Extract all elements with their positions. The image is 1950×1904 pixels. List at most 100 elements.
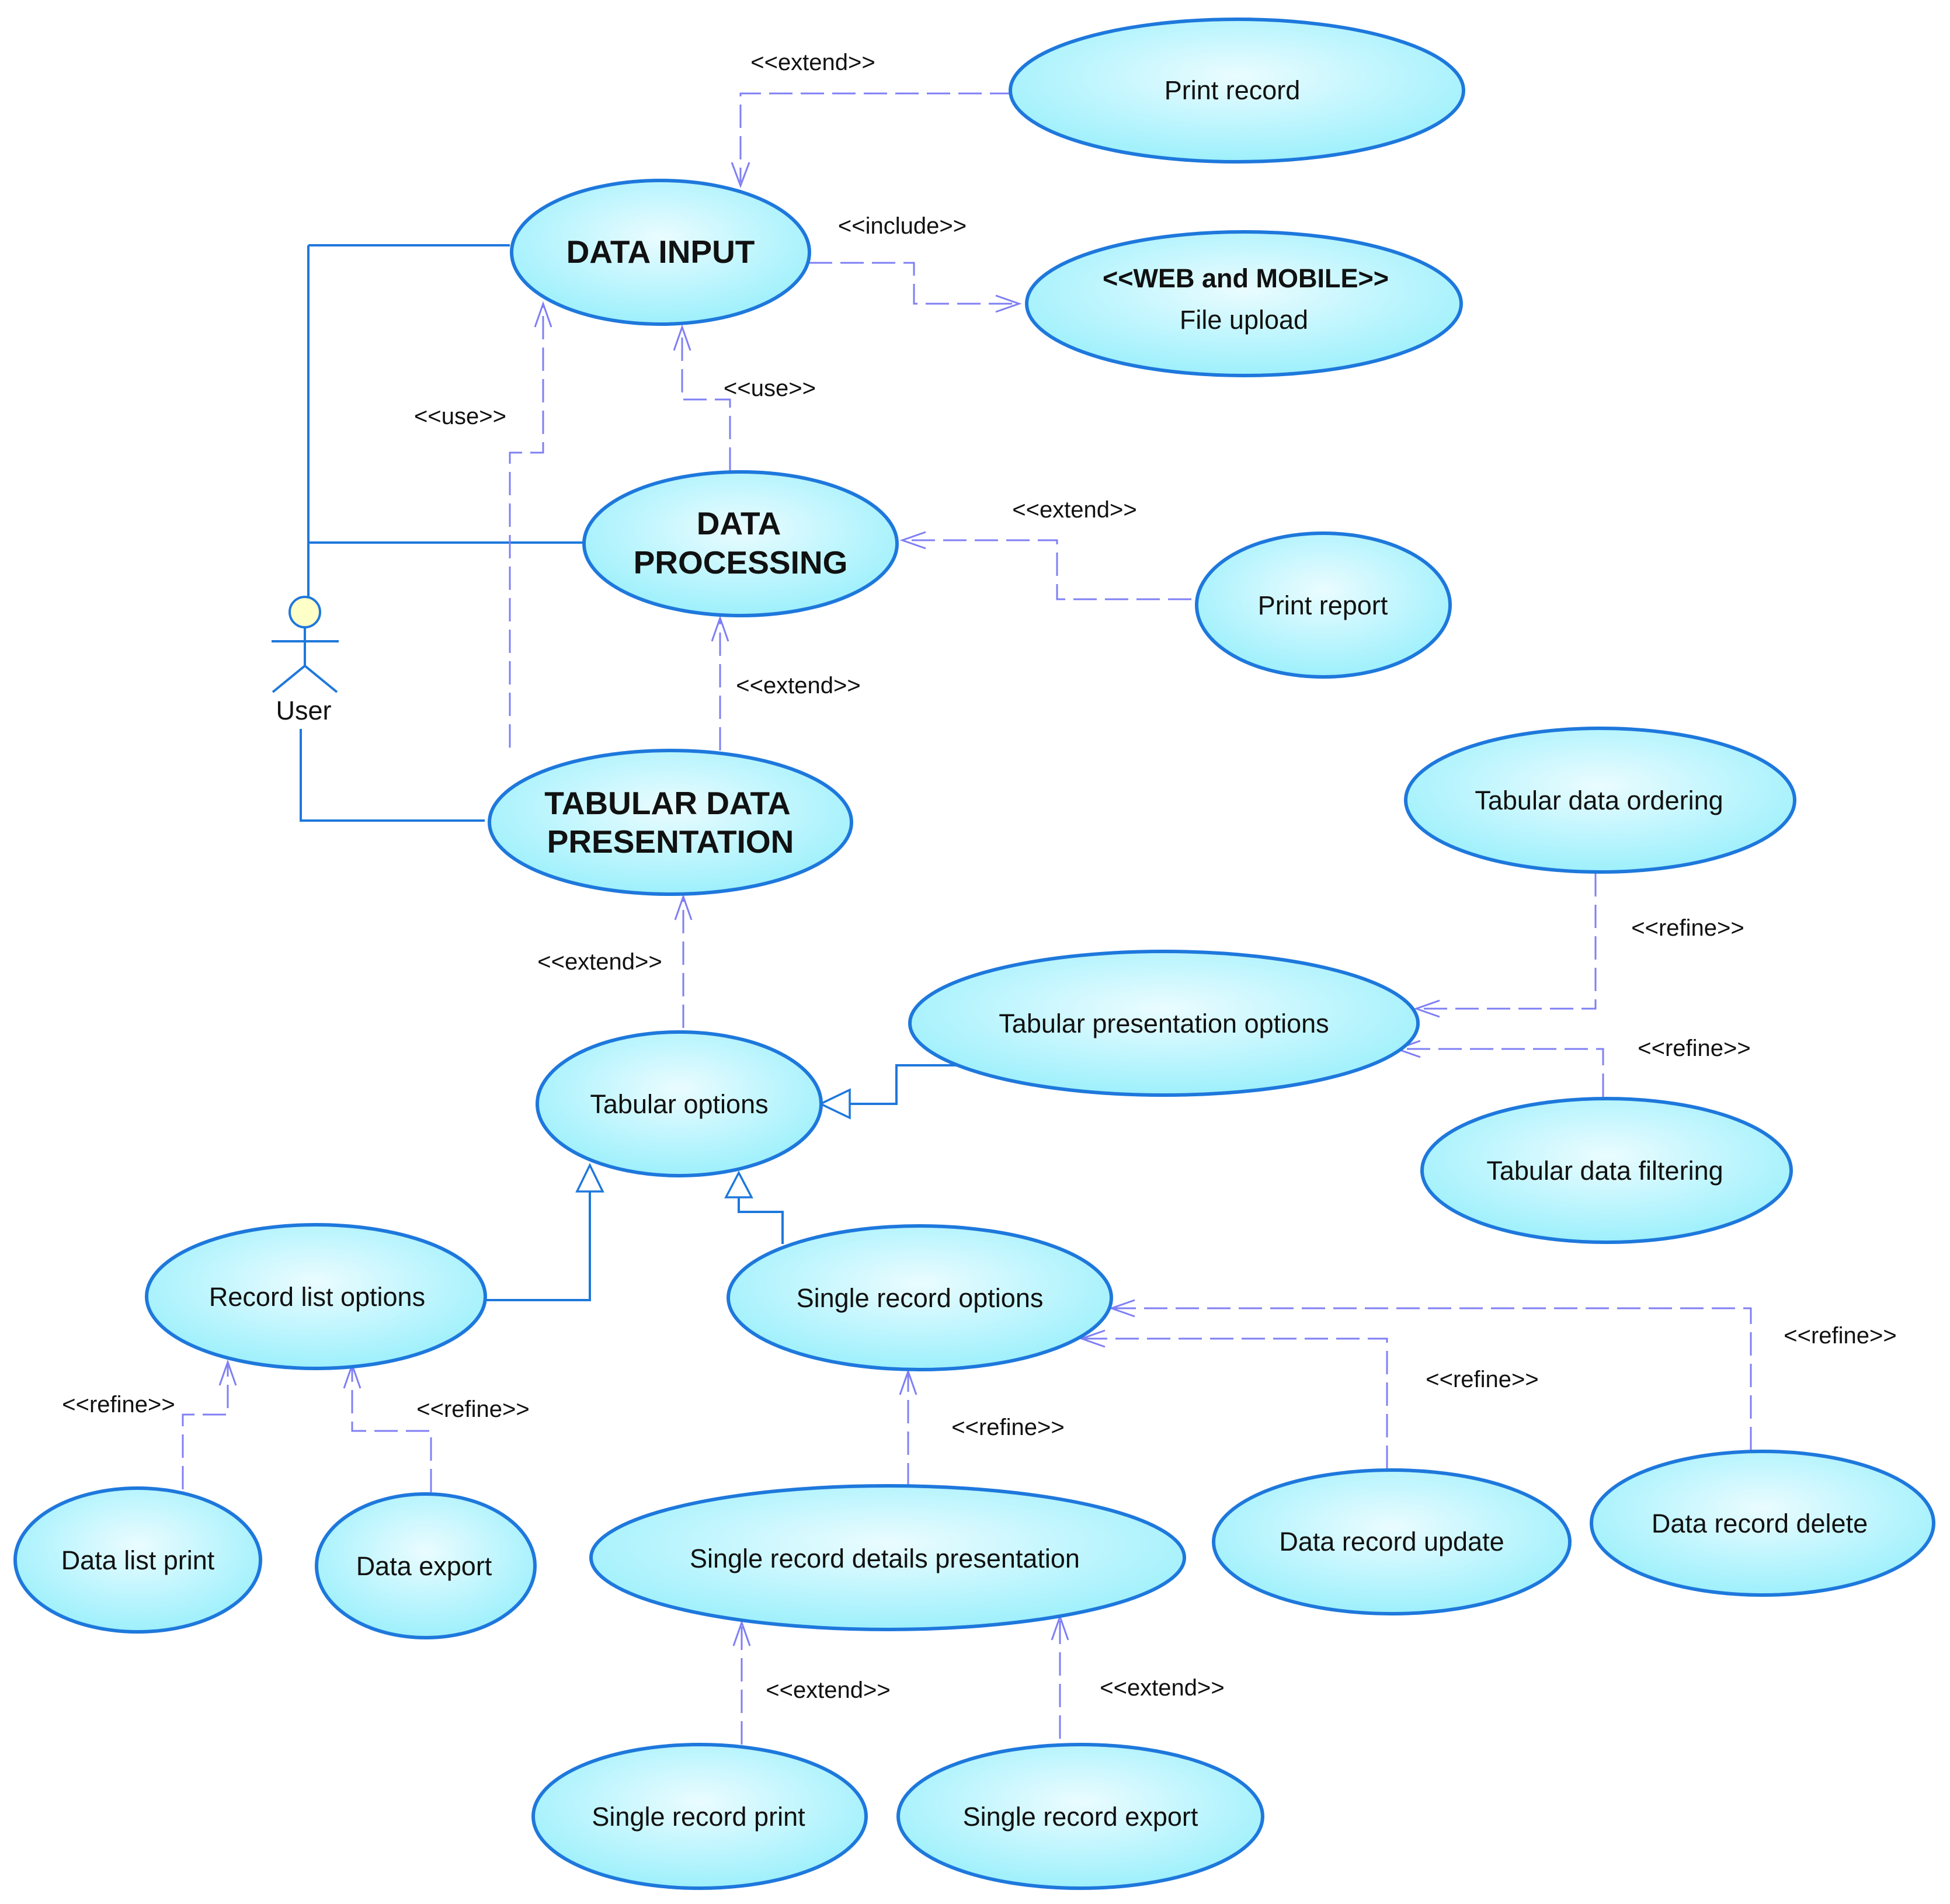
label-print-record: Print record bbox=[1165, 75, 1301, 105]
ellipse-print-report bbox=[1195, 531, 1452, 679]
generalization-arrow-presentation-options bbox=[818, 1088, 851, 1120]
dep-print-report-extend bbox=[904, 539, 1191, 600]
use-case-single-record-export[interactable]: Single record export bbox=[896, 1743, 1264, 1890]
label-data-export: Data export bbox=[356, 1551, 492, 1581]
use-case-tabular-options[interactable]: Tabular options bbox=[536, 1030, 823, 1177]
ellipse-tabular-options bbox=[536, 1030, 823, 1177]
label-data-processing-line1: DATA bbox=[697, 505, 781, 541]
label-tabular-options-extend: <<extend>> bbox=[537, 949, 662, 975]
label-delete-refine: <<refine>> bbox=[1784, 1323, 1897, 1349]
actor-left-leg bbox=[272, 665, 306, 693]
generalization-arrow-single-record-options bbox=[724, 1170, 753, 1198]
use-case-print-record[interactable]: Print record bbox=[1009, 18, 1465, 164]
actor-label: User bbox=[276, 696, 331, 725]
ellipse-tabular-presentation-options bbox=[908, 950, 1420, 1097]
label-presentation-use: <<use>> bbox=[414, 404, 506, 429]
dep-data-export-refine bbox=[351, 1367, 432, 1492]
dep-delete-arrowhead bbox=[1108, 1299, 1135, 1318]
generalization-record-list-options bbox=[485, 1191, 591, 1301]
dep-ordering-arrowhead bbox=[1413, 999, 1440, 1018]
ellipse-print-record bbox=[1009, 18, 1465, 164]
label-single-print-extend: <<extend>> bbox=[766, 1677, 891, 1703]
ellipse-single-record-print bbox=[531, 1743, 868, 1890]
dep-print-report-arrowhead bbox=[899, 531, 926, 550]
ellipse-single-record-options bbox=[727, 1224, 1113, 1371]
dep-update-refine bbox=[1083, 1337, 1388, 1469]
label-details-refine: <<refine>> bbox=[951, 1415, 1065, 1440]
use-case-data-record-update[interactable]: Data record update bbox=[1212, 1468, 1572, 1615]
label-data-record-delete: Data record delete bbox=[1652, 1509, 1868, 1538]
label-single-record-export: Single record export bbox=[963, 1802, 1198, 1832]
label-processing-use: <<use>> bbox=[724, 376, 816, 401]
label-data-processing-line2: PROCESSING bbox=[634, 544, 848, 581]
dep-file-upload-arrowhead bbox=[995, 294, 1022, 313]
label-file-upload-stereotype: <<WEB and MOBILE>> bbox=[1103, 263, 1389, 293]
generalization-single-record-options bbox=[738, 1197, 784, 1244]
dep-presentation-extend-arrowhead bbox=[711, 615, 729, 642]
label-single-record-options: Single record options bbox=[797, 1283, 1044, 1313]
use-case-data-processing[interactable]: DATA PROCESSING bbox=[582, 470, 899, 617]
use-case-data-input[interactable]: DATA INPUT bbox=[510, 179, 811, 326]
ellipse-single-record-export bbox=[896, 1743, 1264, 1890]
use-case-data-list-print[interactable]: Data list print bbox=[13, 1486, 262, 1634]
actor-head bbox=[288, 596, 321, 628]
dep-file-upload-include bbox=[809, 262, 1016, 305]
use-case-record-list-options[interactable]: Record list options bbox=[145, 1223, 487, 1370]
dep-processing-use bbox=[681, 330, 731, 471]
dep-data-list-print-arrowhead bbox=[218, 1359, 237, 1386]
actor-user[interactable]: User bbox=[272, 596, 339, 725]
label-tabular-options: Tabular options bbox=[590, 1089, 768, 1119]
use-case-tabular-data-filtering[interactable]: Tabular data filtering bbox=[1420, 1097, 1793, 1244]
use-case-print-report[interactable]: Print report bbox=[1195, 531, 1452, 679]
use-case-single-record-print[interactable]: Single record print bbox=[531, 1743, 868, 1890]
dep-tabular-options-arrowhead bbox=[674, 894, 693, 920]
dep-presentation-use bbox=[509, 307, 544, 748]
label-presentation-extend: <<extend>> bbox=[736, 673, 861, 699]
dep-print-record-extend bbox=[739, 92, 1013, 182]
label-print-report-extend: <<extend>> bbox=[1012, 497, 1137, 523]
label-filtering-refine: <<refine>> bbox=[1638, 1036, 1751, 1061]
use-case-single-record-details-presentation[interactable]: Single record details presentation bbox=[589, 1484, 1186, 1631]
ellipse-tabular-data-ordering bbox=[1404, 727, 1796, 874]
dep-print-record-arrowhead bbox=[731, 162, 750, 189]
dep-delete-refine bbox=[1113, 1307, 1752, 1450]
ellipse-single-record-details-presentation bbox=[589, 1484, 1186, 1631]
use-case-data-export[interactable]: Data export bbox=[315, 1492, 537, 1639]
label-data-record-update: Data record update bbox=[1279, 1527, 1504, 1556]
actor-right-leg bbox=[304, 665, 338, 693]
dep-ordering-refine bbox=[1418, 873, 1597, 1010]
label-tabular-presentation-line2: PRESENTATION bbox=[547, 824, 794, 860]
ellipse-record-list-options bbox=[145, 1223, 487, 1370]
label-print-report: Print report bbox=[1258, 590, 1388, 620]
ellipse-data-record-update bbox=[1212, 1468, 1572, 1615]
use-case-file-upload[interactable]: <<WEB and MOBILE>> File upload bbox=[1025, 230, 1463, 377]
dep-update-arrowhead bbox=[1079, 1329, 1106, 1348]
ellipse-file-upload bbox=[1025, 230, 1463, 377]
label-ordering-refine: <<refine>> bbox=[1631, 915, 1744, 941]
use-case-single-record-options[interactable]: Single record options bbox=[727, 1224, 1113, 1371]
label-tabular-data-ordering: Tabular data ordering bbox=[1475, 786, 1723, 815]
generalizations bbox=[485, 1064, 964, 1301]
ellipse-tabular-data-filtering bbox=[1420, 1097, 1793, 1244]
dep-details-arrowhead bbox=[899, 1368, 917, 1395]
dep-single-print-arrowhead bbox=[732, 1620, 751, 1646]
use-case-tabular-data-presentation[interactable]: TABULAR DATA PRESENTATION bbox=[488, 749, 853, 896]
ellipse-data-input bbox=[510, 179, 811, 326]
label-data-export-refine: <<refine>> bbox=[416, 1396, 530, 1422]
label-single-record-details-presentation: Single record details presentation bbox=[690, 1544, 1080, 1573]
use-case-data-record-delete[interactable]: Data record delete bbox=[1590, 1450, 1935, 1597]
label-tabular-data-filtering: Tabular data filtering bbox=[1486, 1156, 1723, 1186]
label-print-record-extend: <<extend>> bbox=[750, 50, 875, 75]
dep-presentation-use-arrowhead bbox=[534, 301, 552, 328]
association-user-tabular-presentation bbox=[300, 729, 485, 822]
generalization-presentation-options bbox=[850, 1064, 964, 1105]
ellipse-data-list-print bbox=[13, 1486, 262, 1634]
use-case-tabular-data-ordering[interactable]: Tabular data ordering bbox=[1404, 727, 1796, 874]
use-case-tabular-presentation-options[interactable]: Tabular presentation options bbox=[908, 950, 1420, 1097]
label-update-refine: <<refine>> bbox=[1426, 1367, 1539, 1392]
generalization-arrow-record-list-options bbox=[575, 1163, 604, 1193]
label-tabular-presentation-line1: TABULAR DATA bbox=[544, 785, 791, 821]
ellipse-data-export bbox=[315, 1492, 537, 1639]
label-data-list-print-refine: <<refine>> bbox=[62, 1392, 175, 1417]
ellipse-data-record-delete bbox=[1590, 1450, 1935, 1597]
